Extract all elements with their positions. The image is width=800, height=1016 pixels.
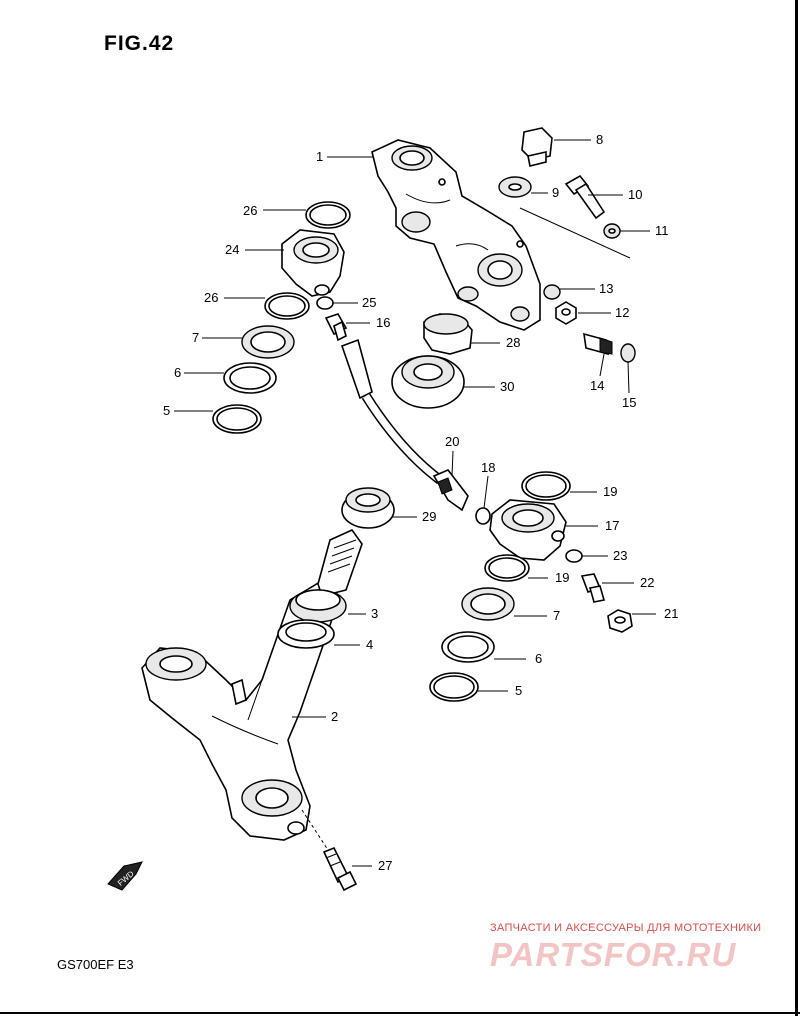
callout-5-right: 5 <box>515 683 522 698</box>
callout-labels: 1 8 9 10 11 13 12 14 15 26 24 26 25 16 7… <box>163 132 678 873</box>
callout-8: 8 <box>596 132 603 147</box>
part-18-o-ring <box>475 507 491 525</box>
part-14-bolt <box>583 332 613 356</box>
part-24-holder <box>281 229 345 297</box>
callout-20: 20 <box>445 434 459 449</box>
part-21-nut <box>607 609 633 633</box>
part-28-cap <box>423 313 473 355</box>
part-17-holder <box>489 499 567 561</box>
callout-19-lower: 19 <box>555 570 569 585</box>
part-11-washer <box>519 207 631 259</box>
callout-14: 14 <box>590 378 604 393</box>
callout-18: 18 <box>481 460 495 475</box>
part-26-ring-upper <box>305 201 351 229</box>
callout-10: 10 <box>628 187 642 202</box>
callout-17: 17 <box>605 518 619 533</box>
callout-5-left: 5 <box>163 403 170 418</box>
callout-7-right: 7 <box>553 608 560 623</box>
part-6-bearing-right <box>441 631 495 663</box>
model-code: GS700EF E3 <box>57 957 134 972</box>
callout-23: 23 <box>613 548 627 563</box>
page-border-right <box>795 0 798 1016</box>
callout-26-lower: 26 <box>204 290 218 305</box>
callout-28: 28 <box>506 335 520 350</box>
callout-26-upper: 26 <box>243 203 257 218</box>
watermark: ЗАПЧАСТИ И АКСЕССУАРЫ ДЛЯ МОТОТЕХНИКИ PA… <box>490 922 790 974</box>
callout-30: 30 <box>500 379 514 394</box>
part-12-nut <box>555 301 577 325</box>
callout-11: 11 <box>655 223 669 238</box>
callout-29: 29 <box>422 509 436 524</box>
callout-9: 9 <box>552 185 559 200</box>
part-19-ring-upper <box>521 471 571 501</box>
part-29-seal <box>341 487 395 529</box>
callout-3: 3 <box>371 606 378 621</box>
part-26-ring-lower <box>264 292 310 320</box>
part-3-bearing <box>289 589 347 623</box>
part-20-hose <box>340 338 469 512</box>
callout-27: 27 <box>378 858 392 873</box>
part-16-fitting <box>324 313 348 342</box>
part-5-ring-right <box>429 672 479 702</box>
part-6-bearing-left <box>223 362 277 394</box>
part-13-washer <box>543 284 561 300</box>
callout-15: 15 <box>622 395 636 410</box>
part-5-ring-left <box>212 404 262 434</box>
part-25-o-ring <box>316 296 334 310</box>
fwd-arrow-icon: FWD <box>107 861 143 891</box>
figure-title: FIG.42 <box>104 32 175 55</box>
part-9-washer <box>498 176 532 198</box>
leader-lines <box>174 139 656 867</box>
callout-19-upper: 19 <box>603 484 617 499</box>
part-2-stem-thread <box>317 528 363 597</box>
part-23-o-ring <box>565 549 583 563</box>
callout-21: 21 <box>664 606 678 621</box>
callout-7-left: 7 <box>192 330 199 345</box>
part-4-race <box>277 619 335 649</box>
callout-2: 2 <box>331 709 338 724</box>
part-10-bolt <box>564 174 606 220</box>
part-30-boot <box>391 355 465 409</box>
callout-22: 22 <box>640 575 654 590</box>
part-19-ring-lower <box>484 554 530 582</box>
part-27-bolt <box>301 809 358 892</box>
part-8-bolt <box>521 127 553 167</box>
part-7-seal-right <box>461 587 515 621</box>
part-7-seal-left <box>241 325 295 359</box>
watermark-logo: PARTSFOR.RU <box>490 936 737 973</box>
callout-6-right: 6 <box>535 651 542 666</box>
callout-16: 16 <box>376 315 390 330</box>
callout-6-left: 6 <box>174 365 181 380</box>
page-border-bottom <box>0 1012 800 1014</box>
callout-24: 24 <box>225 242 239 257</box>
callout-13: 13 <box>599 281 613 296</box>
part-15-washer <box>620 343 636 363</box>
callout-4: 4 <box>366 637 373 652</box>
part-1-bracket <box>371 139 541 331</box>
callout-12: 12 <box>615 305 629 320</box>
callout-25: 25 <box>362 295 376 310</box>
callout-1: 1 <box>316 149 323 164</box>
part-22-fitting <box>580 573 606 603</box>
watermark-tagline: ЗАПЧАСТИ И АКСЕССУАРЫ ДЛЯ МОТОТЕХНИКИ <box>490 922 762 934</box>
